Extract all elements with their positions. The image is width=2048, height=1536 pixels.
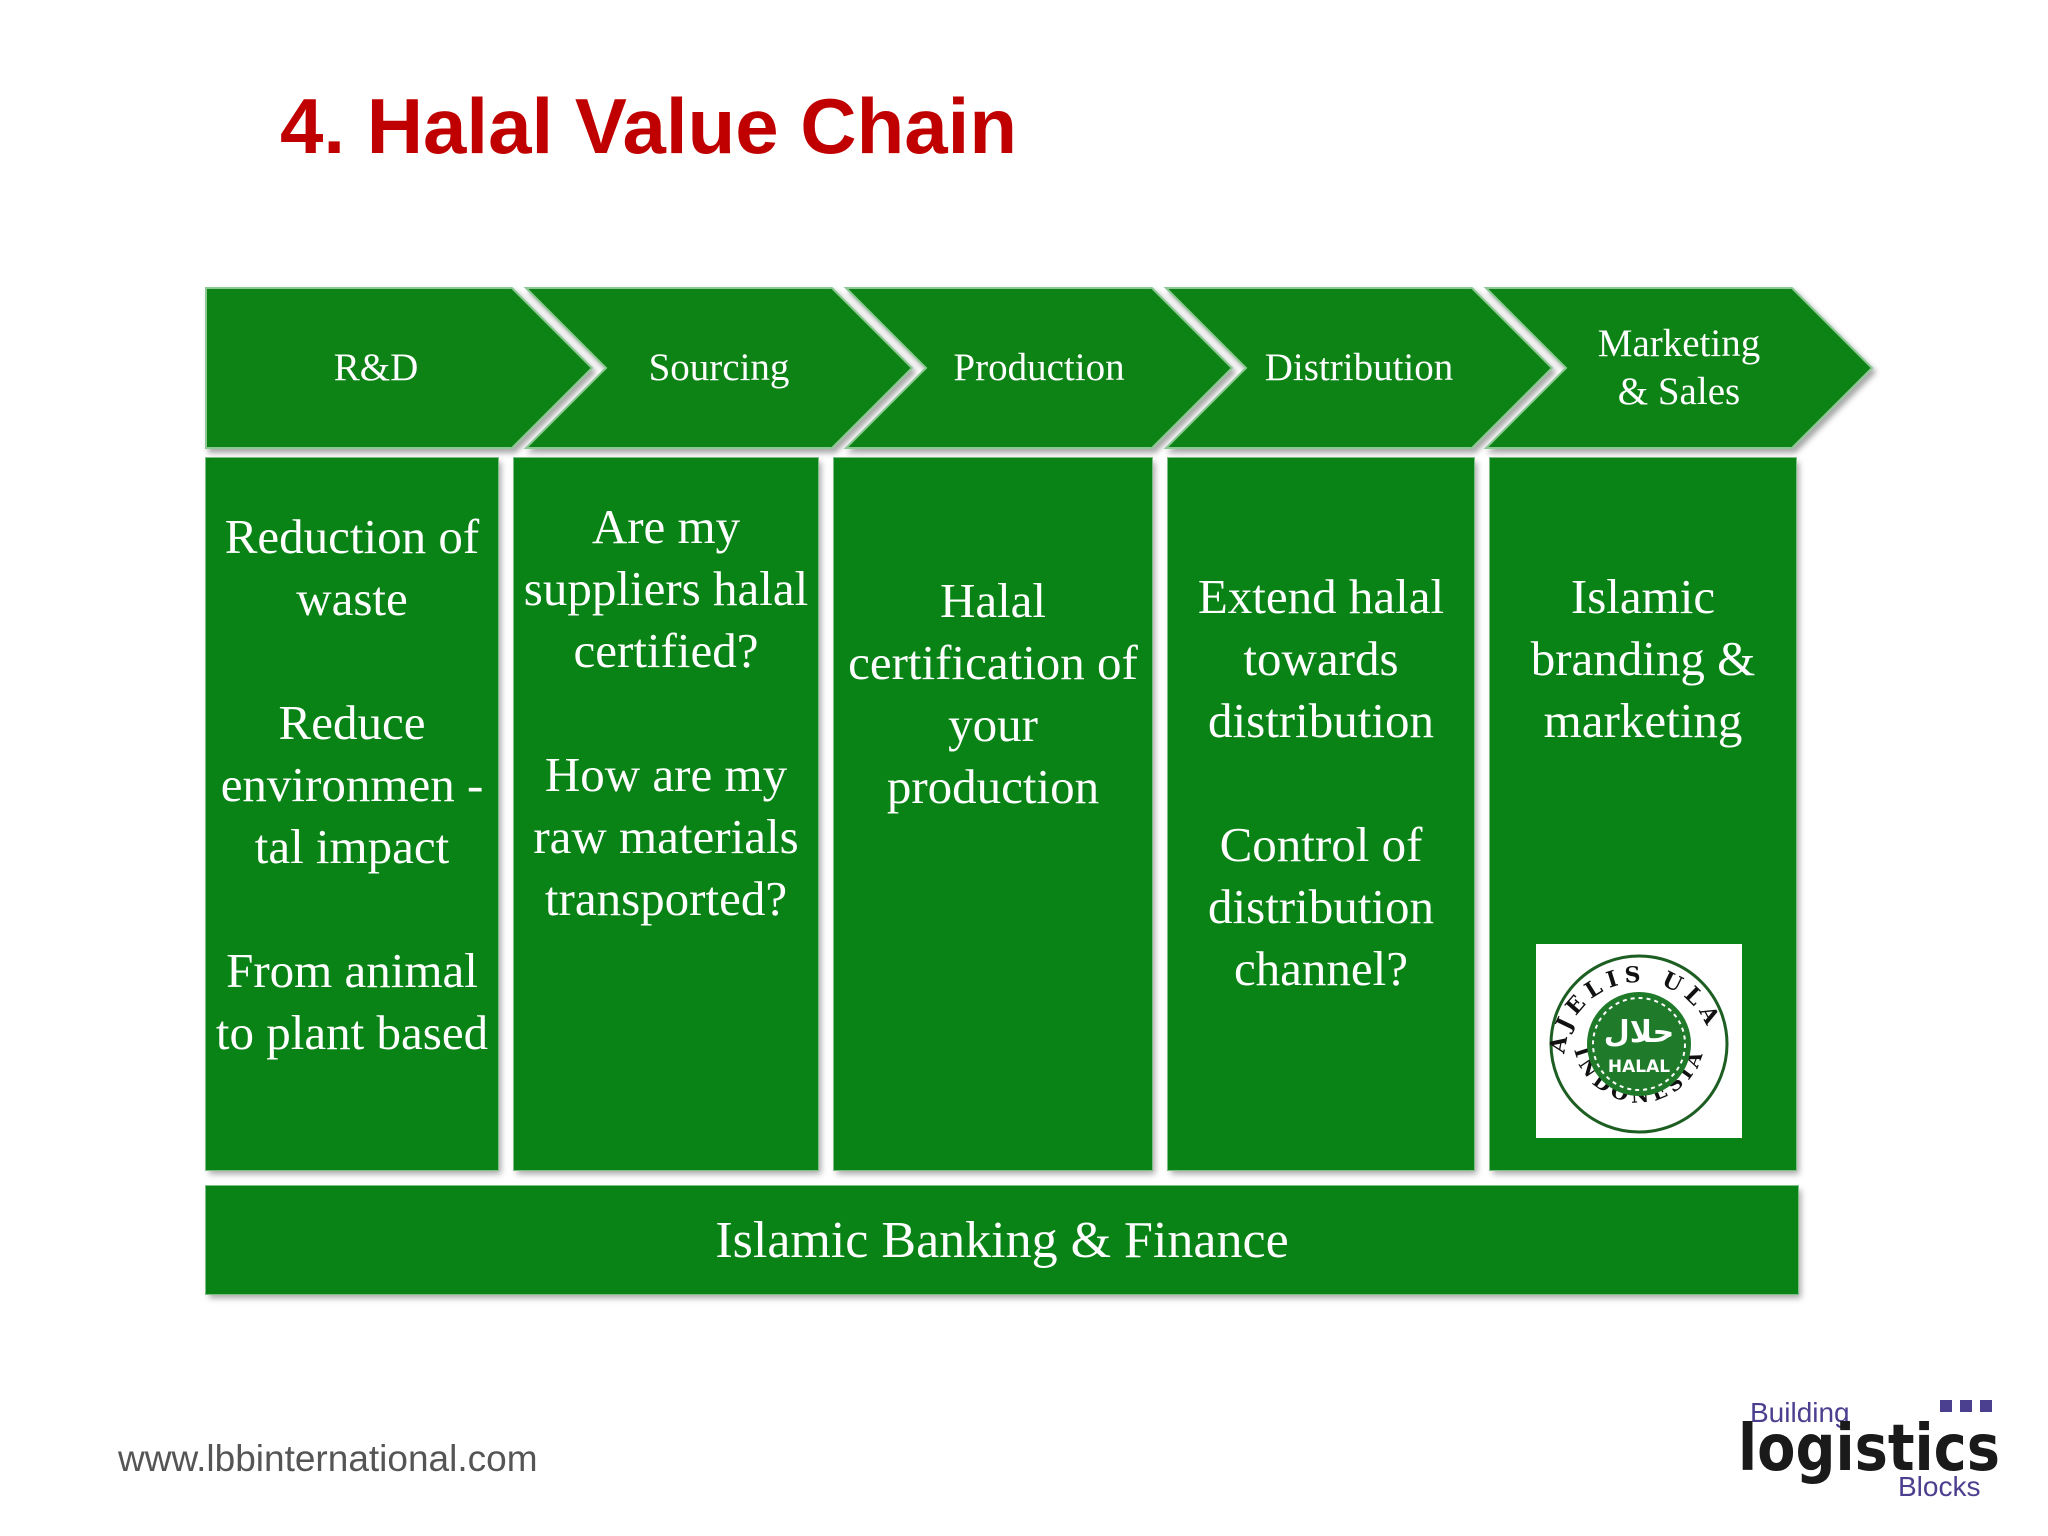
website-url[interactable]: www.lbbinternational.com [118, 1438, 538, 1479]
stage-label-distribution: Distribution [1264, 346, 1454, 389]
building-logistics-blocks-logo: Building logistics Blocks [1738, 1397, 2000, 1502]
logo-word-building: Building [1750, 1397, 1850, 1428]
marketing-point-1: Islamic branding & marketing [1530, 569, 1756, 748]
rd-point-3: From animal to plant based [215, 943, 489, 1060]
stage-label-production: Production [953, 346, 1125, 389]
stage-label-marketing: Marketing & Sales [1566, 288, 1792, 448]
production-point-1: Halal certification of your production [848, 573, 1138, 814]
rd-point-1: Reduction of waste [224, 509, 480, 626]
chevron-production [843, 287, 1234, 449]
rd-point-2: Reduce environmen -tal impact [220, 695, 484, 874]
column-sourcing: Are my suppliers halal certified? How ar… [514, 458, 818, 1170]
column-distribution: Extend halal towards distribution Contro… [1168, 458, 1474, 1170]
islamic-banking-bar: Islamic Banking & Finance [206, 1186, 1798, 1294]
distribution-point-2: Control of distribution channel? [1208, 817, 1434, 996]
stage-label-sourcing: Sourcing [648, 346, 790, 389]
chevron-distribution [1163, 287, 1554, 449]
sourcing-point-1: Are my suppliers halal certified? [523, 499, 809, 678]
distribution-point-1: Extend halal towards distribution [1197, 569, 1445, 748]
stage-label-marketing-line2: & Sales [1617, 370, 1741, 413]
logo-word-logistics: logistics [1738, 1412, 2000, 1486]
chevron-rd [205, 287, 594, 449]
column-rd: Reduction of waste Reduce environmen -ta… [206, 458, 498, 1170]
stage-label-marketing-line1: Marketing [1597, 322, 1761, 365]
stage-label-rd: R&D [333, 346, 419, 389]
seal-center-text: HALAL [1608, 1057, 1670, 1077]
logo-word-blocks: Blocks [1898, 1471, 1980, 1502]
chevron-marketing [1483, 287, 1874, 449]
halal-seal-logo: MAJELIS ULAMA INDONESIA حلال HALAL [1521, 924, 1742, 1138]
column-production: Halal certification of your production [834, 458, 1152, 1170]
seal-arabic-text: حلال [1604, 1015, 1674, 1050]
page-title: 4. Halal Value Chain [280, 82, 1017, 170]
sourcing-point-2: How are my raw materials transported? [533, 747, 799, 926]
chevron-sourcing [523, 287, 914, 449]
